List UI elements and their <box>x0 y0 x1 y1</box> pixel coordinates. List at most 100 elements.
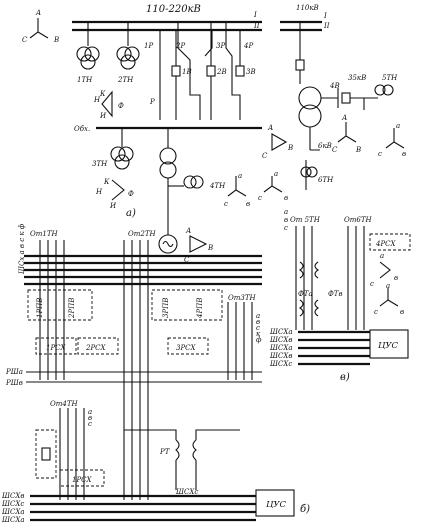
right-star-2 <box>263 176 283 193</box>
section-a: 110-220кВ I II A C B 1ТН 2ТН 1В 2В 3В 1Р… <box>22 4 262 264</box>
disc-r-label: Р <box>149 98 155 106</box>
open-delta-symbol <box>101 90 113 118</box>
tn3-coil-a <box>110 146 126 162</box>
right-breaker-4v <box>341 92 351 104</box>
section-right: 110кВ I II 4В 35кВ 5ТН 6кВ 6ТН А С В А С… <box>258 4 406 202</box>
right-35kv-label: 35кВ <box>348 74 366 82</box>
open-delta-k: К <box>99 90 106 98</box>
v-tri-a: а <box>380 252 384 260</box>
tap-2tn <box>123 240 149 500</box>
tsus-box-v <box>369 329 409 359</box>
caption-a: а) <box>126 208 136 219</box>
rsx-3-label: 3РСХ <box>176 344 197 352</box>
tri1-a: А <box>267 124 273 132</box>
breaker-3v-label: 3В <box>246 68 256 76</box>
tn3-coil-c <box>114 154 130 170</box>
v-bus-4: ШСХв <box>269 352 292 360</box>
right-6kv-label: 6кВ <box>318 142 332 150</box>
bottom-bus-4: ШСХа <box>1 516 25 524</box>
relay-3rpv: 3РПВ <box>162 298 170 318</box>
right-bus-mark-1: I <box>323 12 327 20</box>
v-tri2-a: а <box>386 282 390 290</box>
psh-v-label: РШв <box>5 379 23 387</box>
rsx-box-v <box>369 233 411 251</box>
gen-c: С <box>184 256 190 264</box>
gen-b: В <box>207 244 213 252</box>
ft-coils-2 <box>299 299 319 317</box>
disc-2r-label: 2Р <box>175 42 185 50</box>
disc-4r-label: 4Р <box>243 42 253 50</box>
rt-label: РТ <box>159 448 171 456</box>
phase-c-v: с <box>284 224 288 232</box>
relay-coil-4 <box>41 447 51 461</box>
right-bus-voltage: 110кВ <box>296 4 319 12</box>
rsx-box-1 <box>35 337 77 355</box>
open-delta-f: Ф <box>118 102 124 110</box>
right-breaker <box>295 59 305 71</box>
v-bus-2: ШСХв <box>269 336 292 344</box>
tri2-a: А <box>341 114 347 122</box>
right-tri-1 <box>271 133 288 151</box>
right-star-1 <box>337 122 357 143</box>
bypass-bus-label: Обх. <box>74 125 90 133</box>
relay-box-4 <box>35 429 57 479</box>
v-bus-3: ШСХа <box>269 344 293 352</box>
disc-1r-label: 1Р <box>144 42 153 50</box>
ft-coils-1 <box>299 261 319 279</box>
ft-a-label: ФТа <box>298 290 313 298</box>
from-3tn: От3ТН <box>228 294 256 302</box>
right-tr-coil-b <box>298 104 322 128</box>
v-tri-b: в <box>394 274 398 282</box>
tsus-label-b: ЦУС <box>266 500 287 510</box>
tn2-coil-b <box>124 46 140 62</box>
tsus-box-b <box>255 489 295 517</box>
bottom-bus-1: ШСХв <box>1 492 24 500</box>
tap-6tn <box>347 226 365 330</box>
caption-b: б) <box>300 504 310 515</box>
open-delta2-f: Ф <box>128 190 134 198</box>
rsx-1-label: 1РСХ <box>46 344 67 352</box>
tn1-label: 1ТН <box>77 76 93 84</box>
breaker-1v-label: 1В <box>182 68 192 76</box>
phase-f-b: ф <box>256 336 262 344</box>
ft-b-label: ФТв <box>328 290 343 298</box>
gen-a: А <box>185 227 191 235</box>
breaker-feeders <box>175 22 241 120</box>
relay-2rpv: 2РПВ <box>68 298 76 319</box>
rt-leads <box>124 429 240 490</box>
tn2-coil-c <box>120 54 136 70</box>
tn5-label: 5ТН <box>382 74 398 82</box>
tn6-coil-b <box>306 166 318 178</box>
disc-3r-label: 3Р <box>216 42 225 50</box>
relay-box-2 <box>151 289 223 321</box>
phase-v-v: в <box>284 216 288 224</box>
bottom-bus-2: ШСХс <box>1 500 24 508</box>
phase-v-4: в <box>88 414 92 422</box>
tn5-coil-b <box>382 84 394 96</box>
tri1-c: С <box>262 152 268 160</box>
relay-1rpv: 1РПВ <box>36 298 44 318</box>
from-5tn: От 5ТН <box>290 216 321 224</box>
breaker-2v-label: 2В <box>216 68 227 76</box>
rsx-2-label: 2РСХ <box>85 344 107 352</box>
open-delta-2-symbol <box>111 179 125 201</box>
tap-1tn <box>39 240 65 380</box>
tri3-b: в <box>284 194 288 202</box>
rsx-box-2 <box>77 337 119 355</box>
tn2-coil-a <box>116 46 132 62</box>
right-6kv-line <box>305 127 320 190</box>
tn3-coil-b <box>118 146 134 162</box>
tn-feeders <box>87 22 129 46</box>
phase-b-label: B <box>53 36 59 44</box>
relay-box-1 <box>27 289 93 321</box>
breaker-3v <box>235 65 245 77</box>
rsx-box-3 <box>167 337 209 355</box>
bottom-bus-3: ШСХа <box>1 508 25 516</box>
right-bus-mark-2: II <box>323 22 330 30</box>
phase-a-b: а <box>256 312 260 320</box>
right-35-line <box>321 88 339 108</box>
tn4-coil-b <box>190 175 204 189</box>
right-4v-label: 4В <box>329 82 340 90</box>
bus-mark-2: II <box>253 22 260 30</box>
